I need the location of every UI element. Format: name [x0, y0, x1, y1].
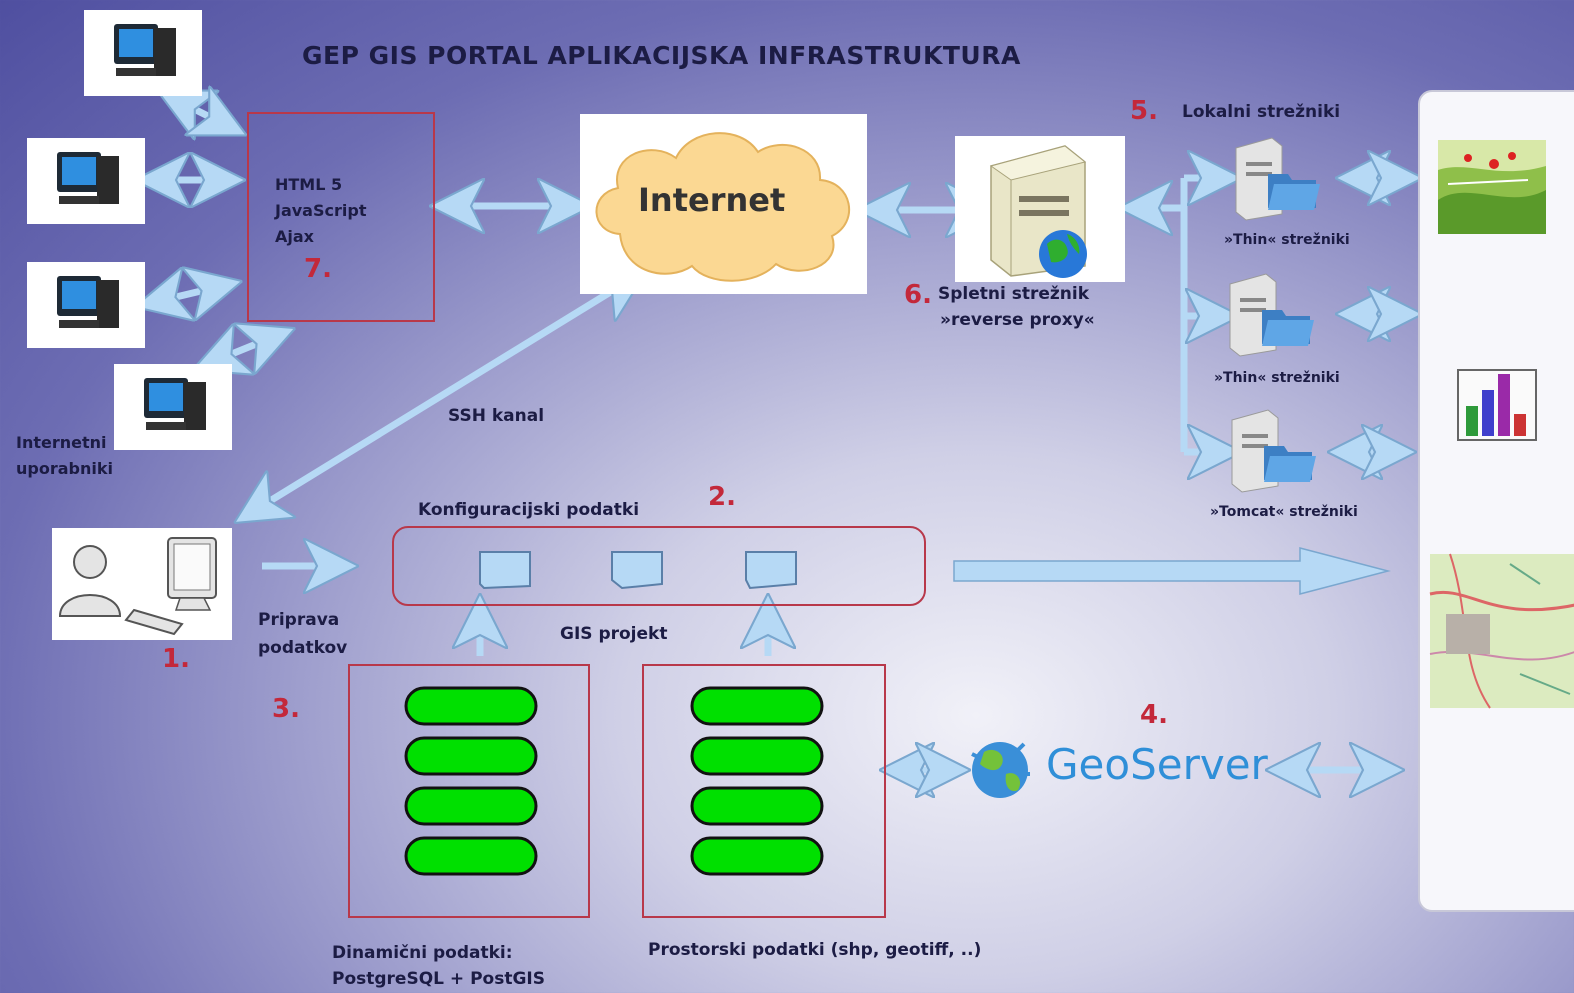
arrow-pc4-client — [212, 336, 276, 362]
document-icon — [611, 551, 663, 590]
user-pc-1 — [84, 10, 202, 96]
computer-icon — [114, 24, 176, 76]
dynamic-db-label: Dinamični podatki: PostgreSQL + PostGIS — [332, 943, 545, 989]
dynamic-db-box — [348, 664, 590, 918]
map-thumbnail-icon — [1438, 140, 1546, 234]
computer-icon — [144, 378, 206, 430]
computer-icon — [57, 276, 119, 328]
admin-box — [52, 528, 232, 640]
number-6: 6. — [904, 280, 932, 310]
diagram-title: GEP GIS PORTAL APLIKACIJSKA INFRASTRUKTU… — [302, 41, 1021, 70]
server-globe-icon — [989, 145, 1087, 278]
computer-icon — [57, 152, 119, 204]
number-2: 2. — [708, 482, 736, 512]
config-box — [392, 526, 926, 606]
webserver-sublabel: »reverse proxy« — [940, 310, 1095, 330]
webserver-label: Spletni strežnik — [938, 284, 1090, 304]
tech-ajax: Ajax — [275, 227, 314, 246]
database-icon — [404, 686, 538, 876]
geoserver-globe-icon — [971, 742, 1030, 798]
tech-html5: HTML 5 — [275, 175, 343, 194]
number-1: 1. — [162, 644, 190, 674]
geoserver-label: GeoServer — [1046, 740, 1268, 789]
server-folder-icon — [1229, 273, 1314, 357]
spatial-db-box — [642, 664, 886, 918]
local-servers-label: Lokalni strežniki — [1182, 102, 1341, 122]
local-server-2-label: »Thin« strežniki — [1214, 370, 1340, 386]
local-server-1 — [1228, 134, 1324, 221]
user-pc-4 — [114, 364, 232, 450]
user-pc-2 — [27, 138, 145, 224]
arrow-pc1-client — [176, 100, 228, 126]
webserver-box — [955, 136, 1125, 282]
client-tech-box: HTML 5 JavaScript Ajax 7. — [247, 112, 435, 322]
number-5: 5. — [1130, 96, 1158, 126]
gis-project-label: GIS projekt — [560, 624, 668, 644]
arrow-pc3-client — [155, 286, 222, 302]
spatial-db-label: Prostorski podatki (shp, geotiff, ..) — [648, 940, 982, 960]
arrow-ssh — [252, 280, 630, 512]
database-icon — [690, 686, 824, 876]
topographic-map-icon — [1429, 553, 1574, 709]
admin-label: Priprava podatkov — [258, 610, 348, 658]
user-workstation-icon — [58, 537, 217, 636]
number-4: 4. — [1140, 700, 1168, 730]
local-server-3 — [1224, 406, 1320, 493]
server-folder-icon — [1231, 409, 1316, 493]
internet-label: Internet — [638, 181, 786, 219]
local-server-2 — [1222, 270, 1318, 357]
document-icon — [479, 551, 531, 590]
local-server-1-label: »Thin« strežniki — [1224, 232, 1350, 248]
document-icon — [745, 551, 797, 590]
number-3: 3. — [272, 694, 300, 724]
config-label: Konfiguracijski podatki — [418, 500, 640, 520]
user-pc-3 — [27, 262, 145, 348]
ssh-label: SSH kanal — [448, 406, 545, 426]
number-7: 7. — [304, 254, 332, 284]
arrow-config-panel — [953, 547, 1391, 595]
server-folder-icon — [1235, 137, 1320, 221]
internet-panel: Internet — [580, 114, 867, 294]
output-panel — [1418, 90, 1574, 912]
bar-chart-icon — [1457, 369, 1537, 441]
internet-users-label: Internetni uporabniki — [16, 433, 113, 478]
cloud-icon — [595, 132, 850, 282]
local-server-3-label: »Tomcat« strežniki — [1210, 504, 1358, 520]
tech-javascript: JavaScript — [275, 201, 367, 220]
